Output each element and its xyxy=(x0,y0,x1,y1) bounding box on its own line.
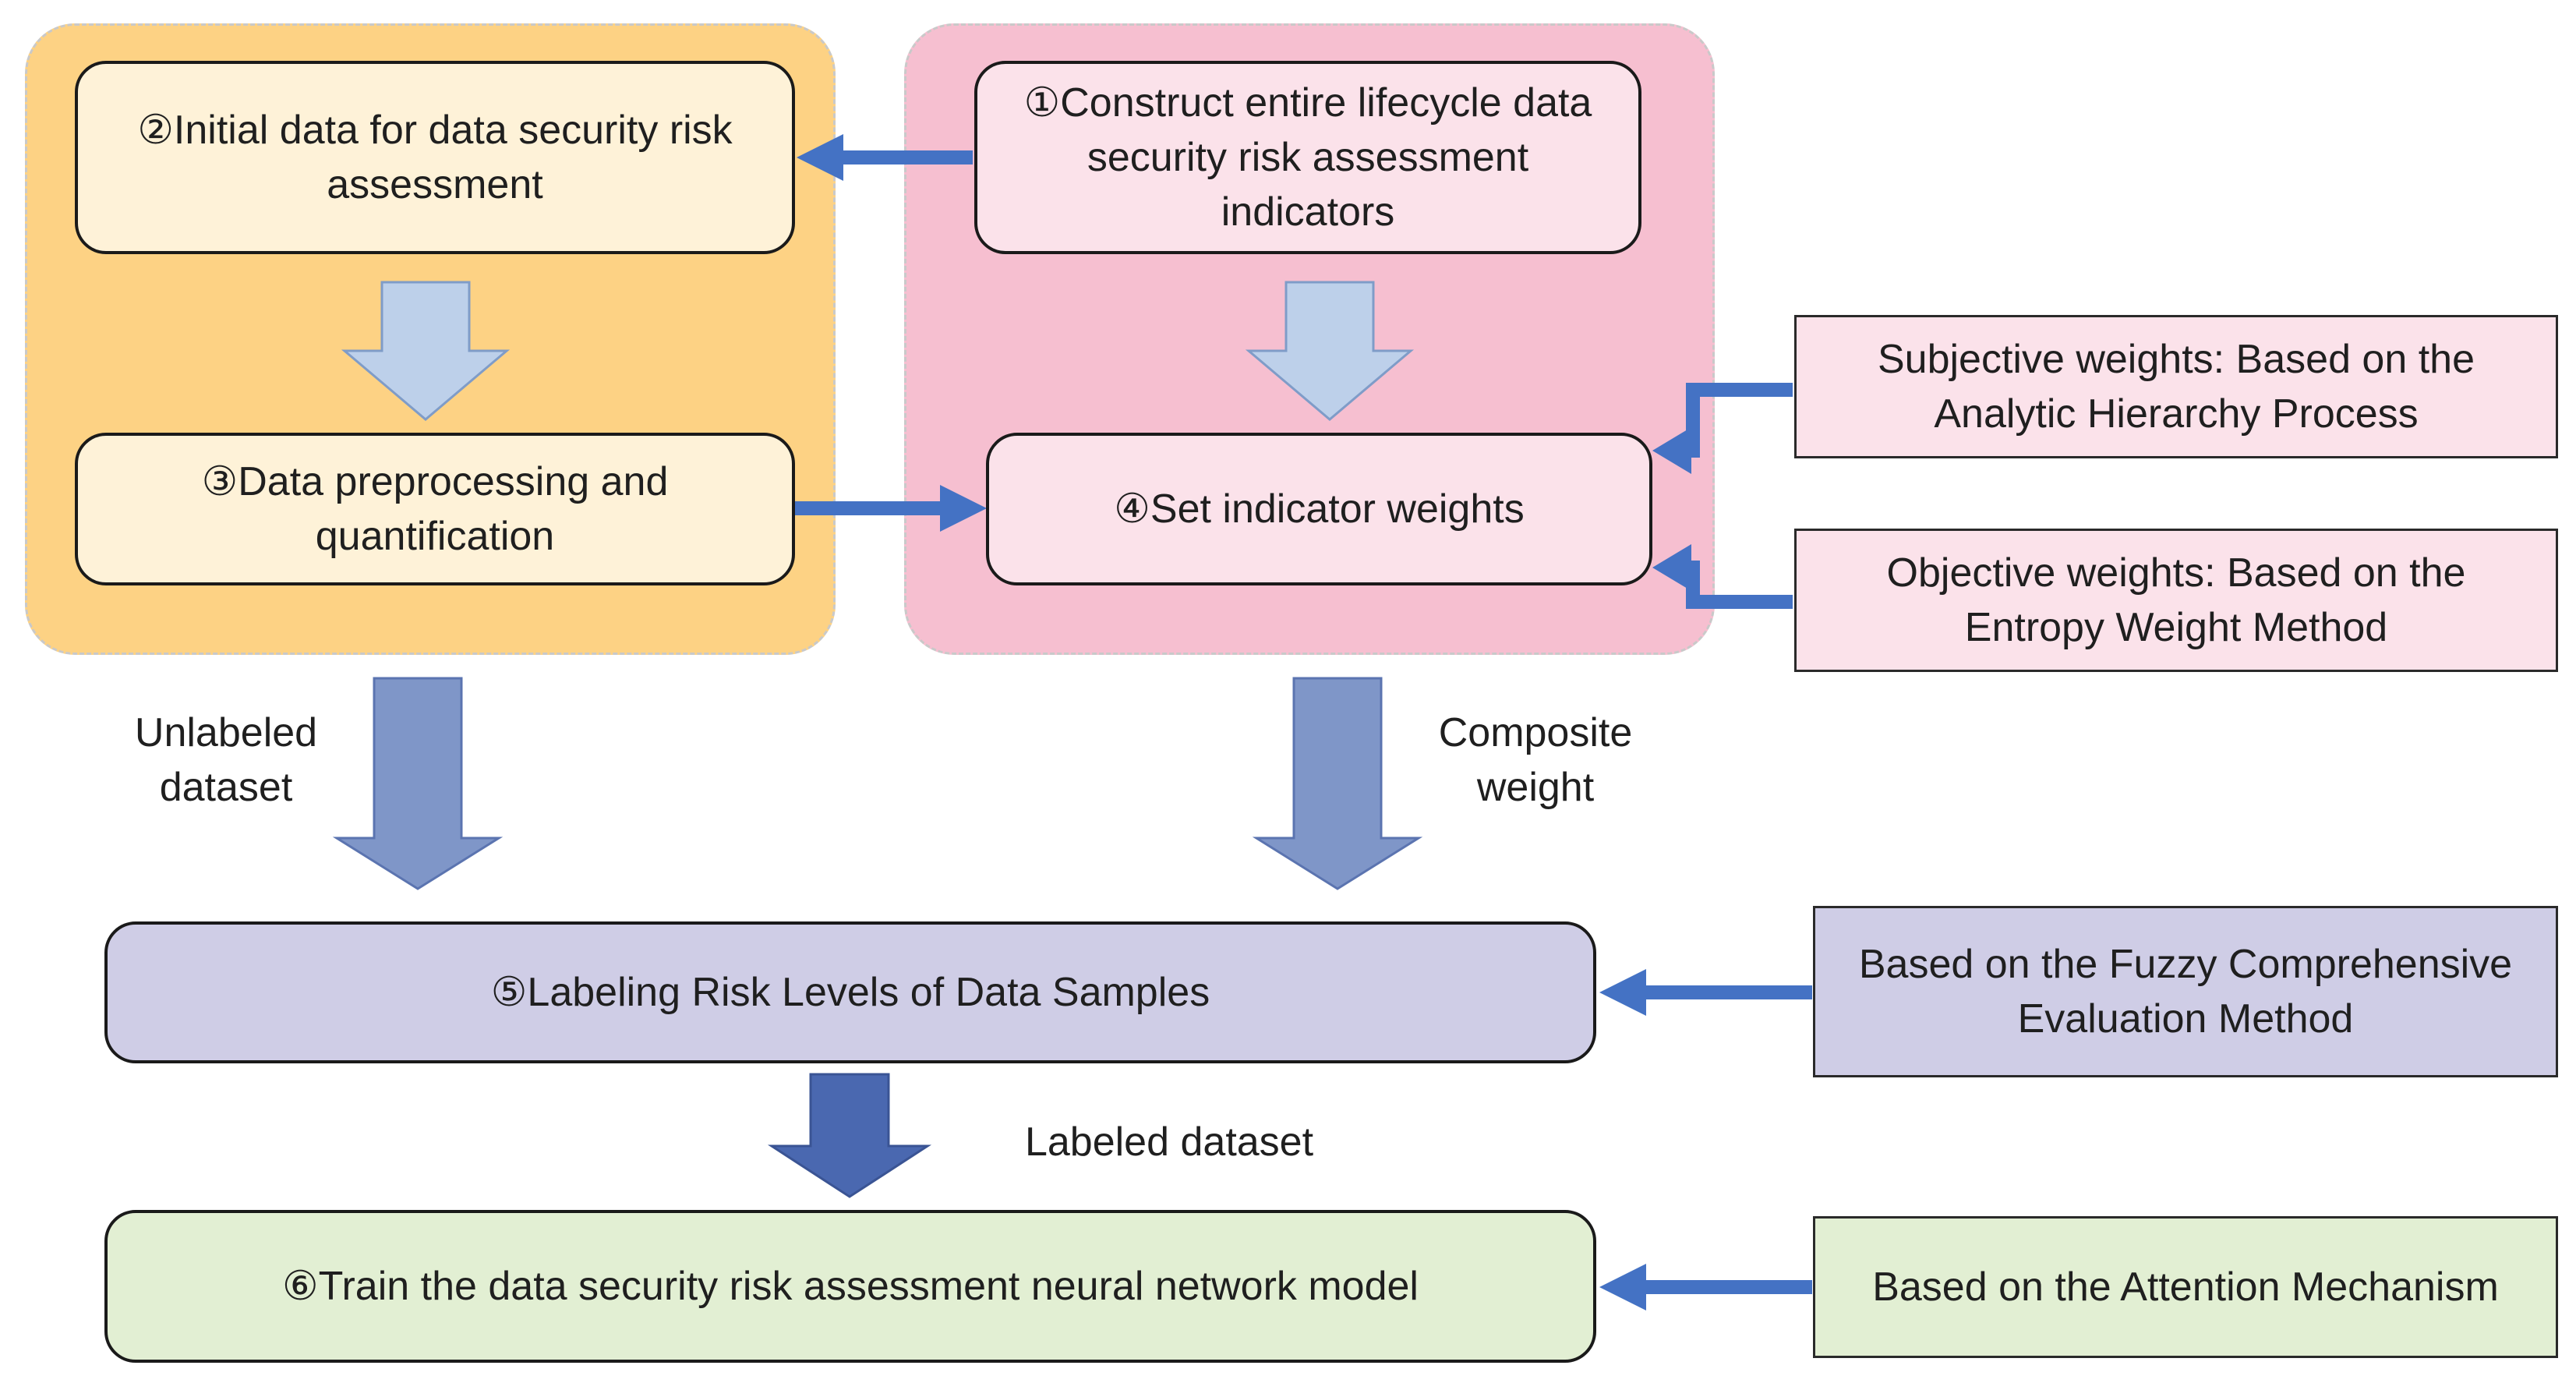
arrow-attention-to-step6 xyxy=(1599,1264,1812,1310)
block-arrow-unlabeled-dataset xyxy=(332,677,504,890)
objective-weights-box: Objective weights: Based on the Entropy … xyxy=(1794,529,2558,672)
step2-initial-data-box: ②Initial data for data security risk ass… xyxy=(75,61,795,254)
arrow-fuzzy-to-step5 xyxy=(1599,969,1812,1016)
arrow-subjective-to-step4 xyxy=(1652,383,1793,474)
fuzzy-evaluation-box: Based on the Fuzzy Comprehensive Evaluat… xyxy=(1813,906,2558,1077)
attention-mechanism-box: Based on the Attention Mechanism xyxy=(1813,1216,2558,1358)
block-arrow-step2-to-step3 xyxy=(341,281,511,421)
step5-text: ⑤Labeling Risk Levels of Data Samples xyxy=(490,970,1210,1015)
step2-text: ②Initial data for data security risk ass… xyxy=(137,108,733,207)
subjective-weights-box: Subjective weights: Based on the Analyti… xyxy=(1794,315,2558,458)
fuzzy-evaluation-text: Based on the Fuzzy Comprehensive Evaluat… xyxy=(1858,942,2513,1042)
step4-text: ④Set indicator weights xyxy=(1114,486,1525,532)
step6-train-model-box: ⑥Train the data security risk assessment… xyxy=(104,1210,1596,1363)
attention-mechanism-text: Based on the Attention Mechanism xyxy=(1872,1265,2499,1310)
block-arrow-step1-to-step4 xyxy=(1245,281,1415,421)
composite-label-line1: Composite xyxy=(1438,710,1633,755)
unlabeled-label-line2: dataset xyxy=(159,765,293,810)
arrow-objective-to-step4 xyxy=(1652,544,1793,609)
labeled-dataset-label: Labeled dataset xyxy=(959,1115,1380,1169)
labeled-dataset-text: Labeled dataset xyxy=(1024,1119,1314,1165)
arrow-step1-to-step2 xyxy=(797,134,973,181)
unlabeled-dataset-label: Unlabeled dataset xyxy=(94,706,359,815)
arrow-step3-to-step4 xyxy=(795,485,987,532)
subjective-weights-text: Subjective weights: Based on the Analyti… xyxy=(1877,337,2475,437)
step1-construct-indicators-box: ①Construct entire lifecycle data securit… xyxy=(974,61,1641,254)
step1-text: ①Construct entire lifecycle data securit… xyxy=(1023,80,1592,235)
unlabeled-label-line1: Unlabeled xyxy=(134,710,318,755)
composite-weight-label: Composite weight xyxy=(1403,706,1668,815)
composite-label-line2: weight xyxy=(1476,765,1595,810)
step5-labeling-box: ⑤Labeling Risk Levels of Data Samples xyxy=(104,921,1596,1063)
step4-indicator-weights-box: ④Set indicator weights xyxy=(986,433,1652,585)
step6-text: ⑥Train the data security risk assessment… xyxy=(282,1264,1419,1309)
step3-preprocessing-box: ③Data preprocessing and quantification xyxy=(75,433,795,585)
objective-weights-text: Objective weights: Based on the Entropy … xyxy=(1886,550,2466,650)
block-arrow-composite-weight xyxy=(1252,677,1423,890)
block-arrow-labeled-dataset xyxy=(767,1073,932,1198)
step3-text: ③Data preprocessing and quantification xyxy=(201,459,669,559)
